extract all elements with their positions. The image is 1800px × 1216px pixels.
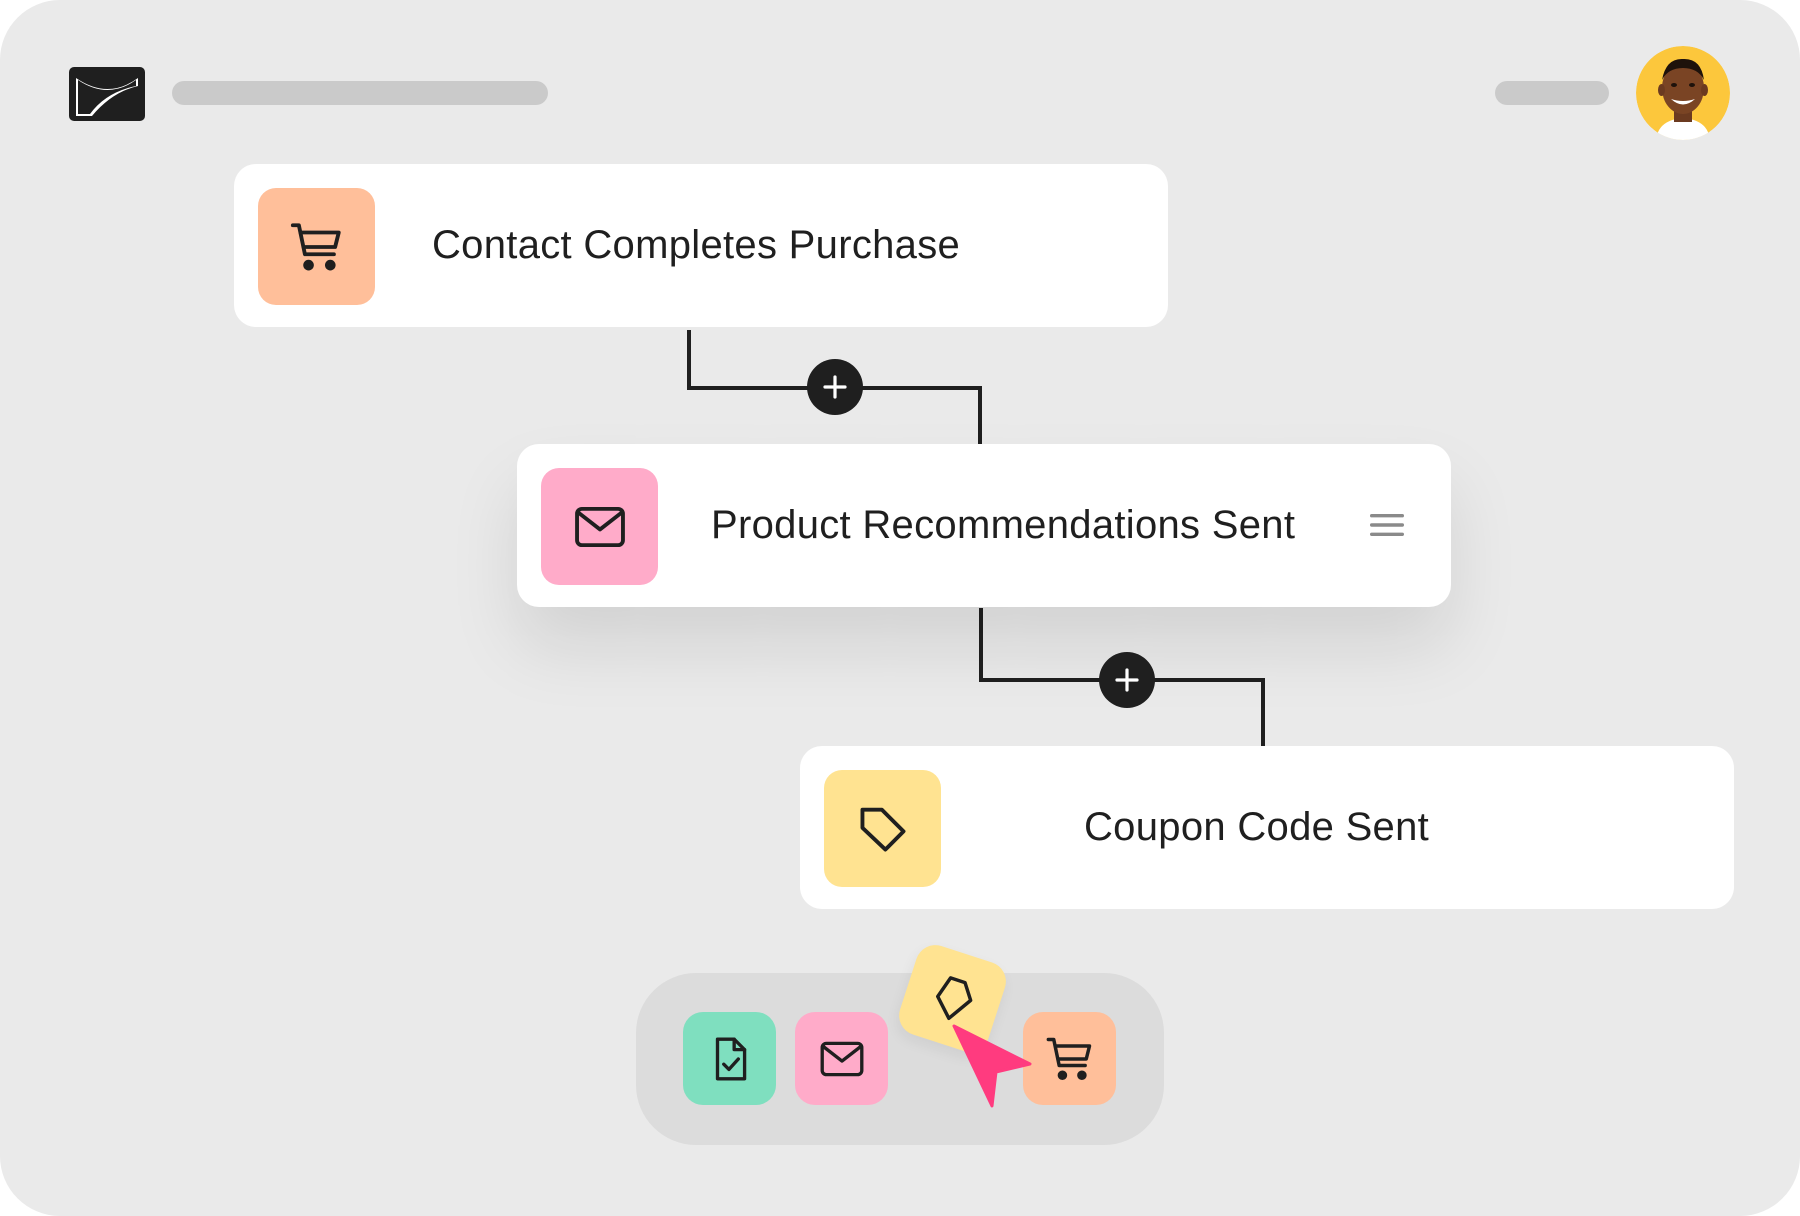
cart-icon [1046, 1037, 1091, 1080]
add-step-button[interactable] [1099, 652, 1155, 708]
plus-icon [823, 375, 847, 399]
title-placeholder-bar [172, 81, 548, 105]
envelope-icon [541, 468, 658, 585]
pointer-cursor-icon [952, 1024, 1032, 1108]
dragging-toolbox-item-tag[interactable] [893, 939, 1012, 1058]
envelope-logo-icon[interactable] [68, 66, 146, 122]
toolbox-item-document[interactable] [683, 1012, 776, 1105]
workflow-step-coupon-code-sent[interactable]: Coupon Code Sent [800, 746, 1734, 909]
user-avatar[interactable] [1636, 46, 1730, 140]
add-step-button[interactable] [807, 359, 863, 415]
tag-icon [935, 975, 973, 1020]
toolbox-item-cart[interactable] [1023, 1012, 1116, 1105]
cart-icon [258, 188, 375, 305]
step-title: Contact Completes Purchase [432, 223, 961, 267]
envelope-icon [820, 1041, 863, 1076]
toolbox-item-email[interactable] [795, 1012, 888, 1105]
nav-placeholder-bar [1495, 81, 1609, 105]
hamburger-menu-icon[interactable] [1370, 512, 1404, 538]
step-title: Coupon Code Sent [1084, 805, 1430, 849]
tag-icon [824, 770, 941, 887]
document-check-icon [715, 1037, 746, 1080]
plus-icon [1115, 668, 1139, 692]
workflow-step-contact-completes-purchase[interactable]: Contact Completes Purchase [234, 164, 1168, 327]
workflow-step-product-recommendations-sent[interactable]: Product Recommendations Sent [517, 444, 1451, 607]
step-title: Product Recommendations Sent [711, 503, 1296, 547]
